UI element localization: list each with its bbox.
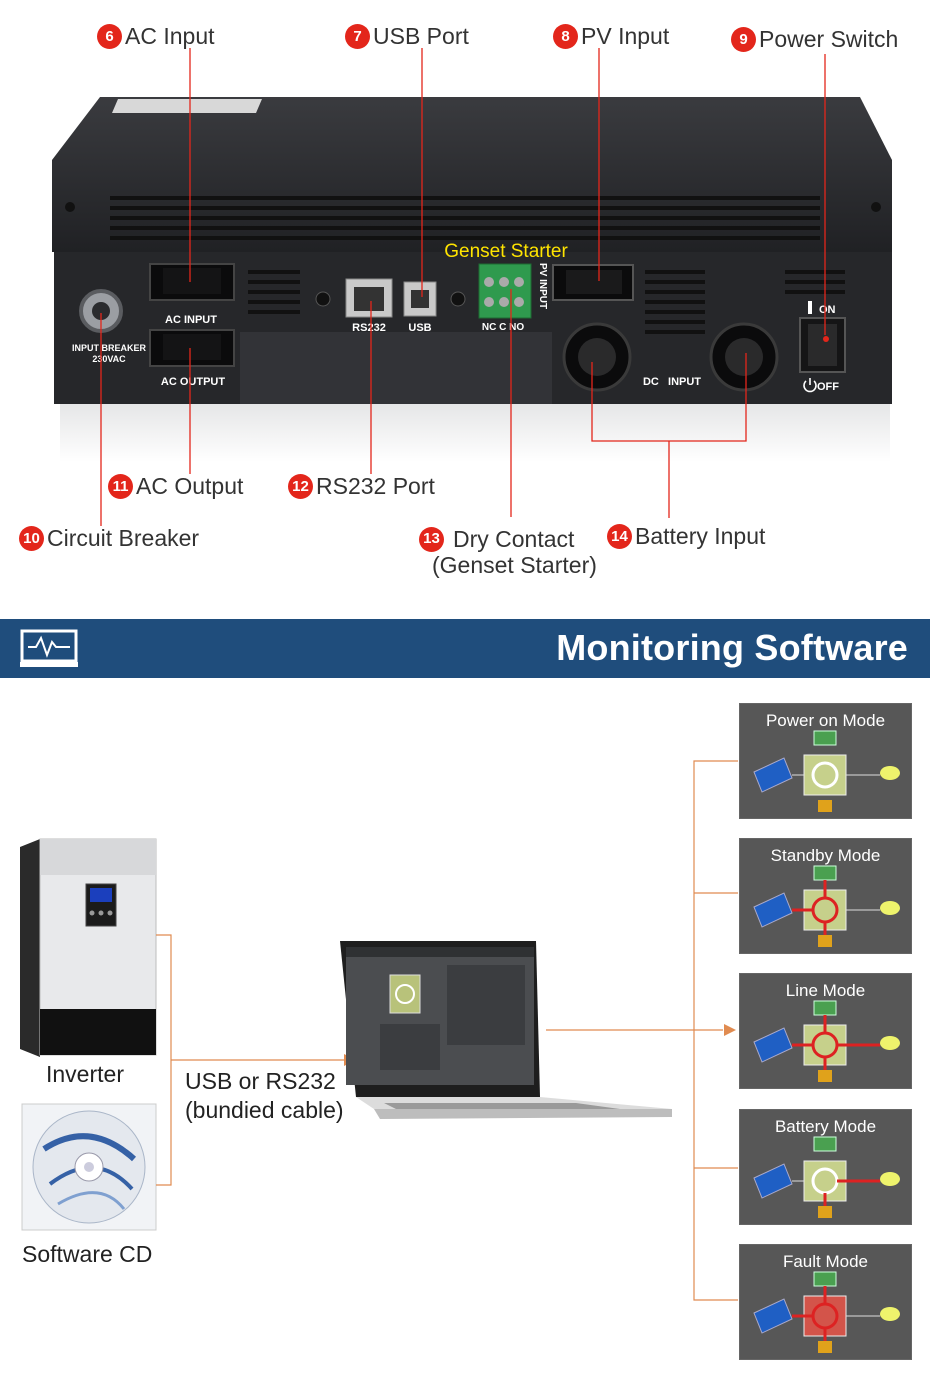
breaker-rating-label: 230VAC bbox=[92, 354, 126, 364]
pv-input-vertical-label: PV INPUT bbox=[537, 263, 548, 309]
callout-number-badge: 13 bbox=[419, 526, 444, 552]
mode-flow-icon bbox=[753, 1000, 900, 1082]
usb-label: USB bbox=[408, 322, 431, 334]
mode-title: Standby Mode bbox=[770, 846, 881, 865]
callout-number-badge: 8 bbox=[553, 24, 578, 49]
callout-number-badge: 7 bbox=[345, 24, 370, 49]
arrow-to-modes bbox=[724, 1024, 736, 1036]
software-cd-illustration bbox=[21, 1103, 157, 1231]
banner-title: Monitoring Software bbox=[556, 627, 908, 668]
rs232-label: RS232 bbox=[352, 322, 386, 334]
nc-c-no-label: NC C NO bbox=[482, 322, 524, 333]
callout-label: USB Port bbox=[373, 23, 469, 49]
ac-input-label: AC INPUT bbox=[165, 314, 217, 326]
monitoring-banner: Monitoring Software bbox=[0, 619, 930, 678]
software-cd-label: Software CD bbox=[22, 1241, 153, 1267]
mode-panel-standby: Standby Mode bbox=[739, 838, 912, 954]
mode-flow-icon bbox=[753, 730, 900, 812]
callout-number-badge: 6 bbox=[97, 24, 122, 49]
monitoring-diagram bbox=[20, 760, 738, 1301]
caution-sticker bbox=[112, 99, 262, 113]
callout-label: Dry Contact bbox=[453, 526, 575, 552]
ac-output-label: AC OUTPUT bbox=[161, 376, 225, 388]
top-vents bbox=[110, 196, 820, 240]
mode-flow-icon bbox=[753, 1136, 900, 1218]
left-connector bbox=[156, 934, 344, 1186]
callout-label: PV Input bbox=[581, 23, 670, 49]
callout-label: RS232 Port bbox=[316, 473, 435, 499]
genset-starter-label: Genset Starter bbox=[444, 241, 568, 262]
mode-panel-line: Line Mode bbox=[739, 973, 912, 1089]
mode-title: Line Mode bbox=[785, 981, 866, 1000]
mode-flow-icon bbox=[753, 865, 900, 947]
switch-off-label: OFF bbox=[817, 381, 839, 393]
connection-label-line1: USB or RS232 bbox=[185, 1068, 336, 1094]
callout-label: Circuit Breaker bbox=[47, 525, 200, 551]
floor-reflection bbox=[60, 402, 890, 462]
dc-input-label: DC INPUT bbox=[643, 376, 701, 388]
inverter-label: Inverter bbox=[46, 1061, 124, 1087]
inverter-back-panel: Genset Starter PV INPUT AC INPUT AC OUTP… bbox=[52, 48, 892, 526]
input-breaker-label: INPUT BREAKER bbox=[72, 343, 147, 353]
callout-number-badge: 12 bbox=[288, 474, 313, 499]
monitor-pulse-icon bbox=[20, 629, 78, 667]
chassis-top bbox=[52, 97, 892, 252]
inverter-unit-illustration bbox=[20, 838, 157, 1057]
mode-panel-battery: Battery Mode bbox=[739, 1109, 912, 1225]
connection-label-line2: (bundied cable) bbox=[185, 1097, 344, 1123]
callout-label: AC Output bbox=[136, 473, 244, 499]
callout-number-badge: 11 bbox=[108, 474, 133, 499]
mode-title: Fault Mode bbox=[782, 1252, 869, 1271]
callout-dry-contact: 13 Dry Contact (Genset Starter) bbox=[419, 526, 597, 578]
dry-contact-terminal bbox=[478, 263, 532, 319]
right-connector bbox=[546, 760, 738, 1301]
mode-panel-power-on: Power on Mode bbox=[739, 703, 912, 819]
callout-number-badge: 10 bbox=[19, 526, 44, 551]
power-symbol-icon bbox=[803, 378, 817, 393]
laptop-illustration bbox=[340, 941, 672, 1119]
mode-panel-fault: Fault Mode bbox=[739, 1244, 912, 1360]
callout-number-badge: 9 bbox=[731, 27, 756, 52]
switch-on-label: ON bbox=[819, 304, 836, 316]
callout-label: Power Switch bbox=[759, 26, 899, 52]
callout-label: AC Input bbox=[125, 23, 215, 49]
callout-number-badge: 14 bbox=[607, 524, 632, 549]
callout-label: Battery Input bbox=[635, 523, 766, 549]
mode-title: Power on Mode bbox=[765, 711, 886, 730]
mode-title: Battery Mode bbox=[774, 1117, 877, 1136]
mode-flow-icon bbox=[753, 1271, 900, 1353]
leader-lines bbox=[100, 48, 826, 526]
callout-label-secondary: (Genset Starter) bbox=[432, 552, 597, 578]
